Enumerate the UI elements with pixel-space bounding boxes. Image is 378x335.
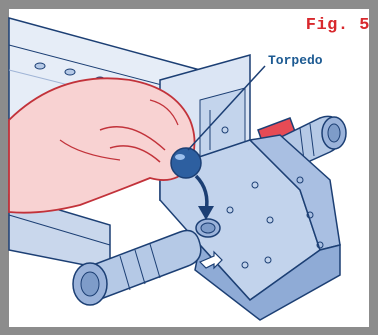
figure-label: Fig. 5 bbox=[306, 16, 370, 35]
torpedo-callout: Torpedo bbox=[268, 53, 323, 68]
torpedo bbox=[171, 148, 201, 178]
